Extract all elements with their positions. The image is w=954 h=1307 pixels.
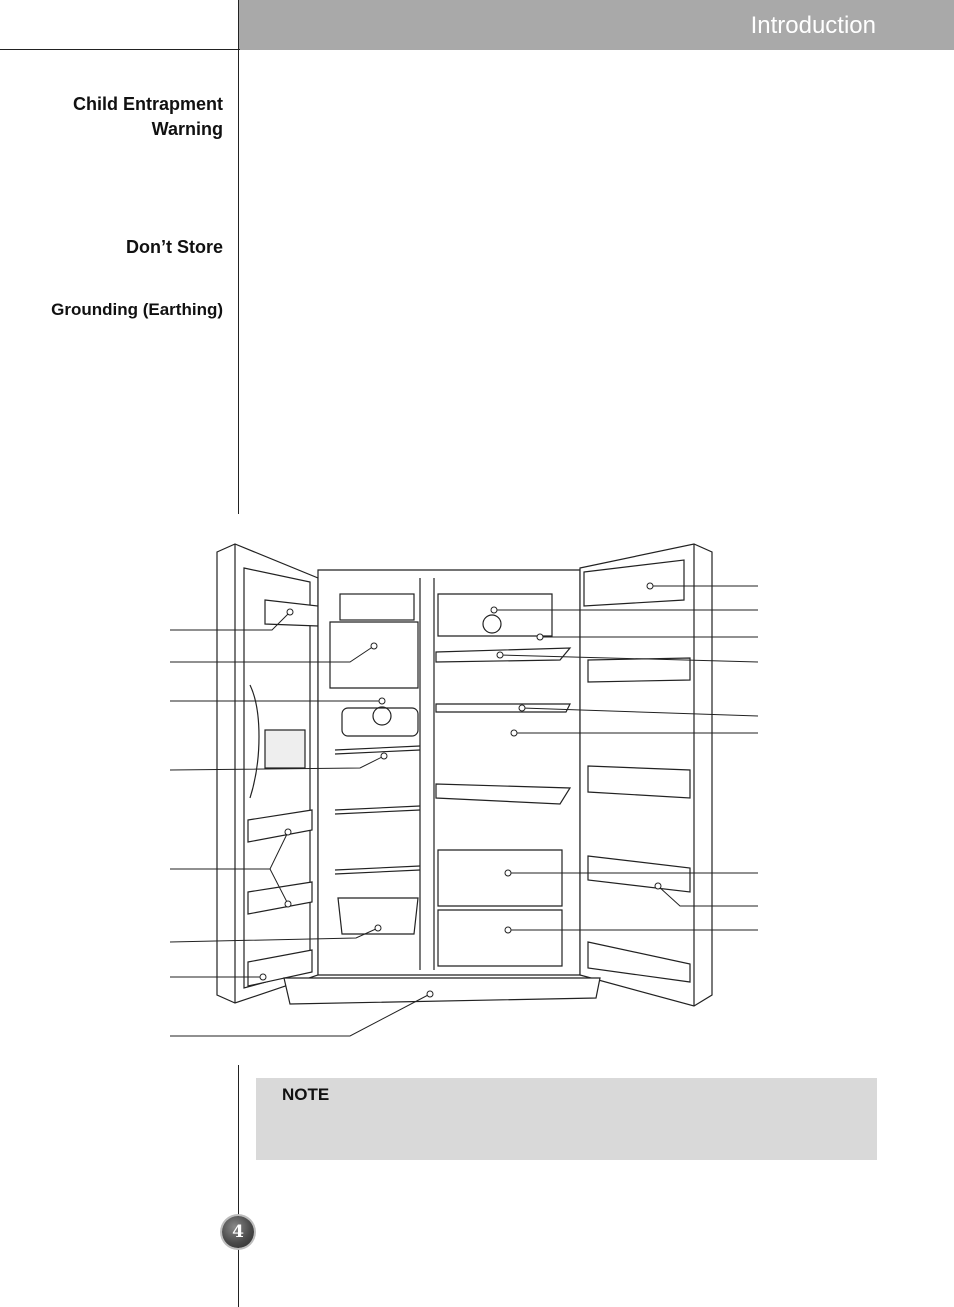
heading-child-entrapment-line2: Warning [151, 119, 223, 139]
right-door-bins [583, 559, 691, 983]
heading-child-entrapment-line1: Child Entrapment [72, 94, 223, 114]
margin-divider-top [238, 0, 239, 514]
freezer-shelves [334, 745, 421, 875]
page-number: 4 [232, 1222, 244, 1242]
header-bar: Introduction [239, 0, 954, 50]
margin-divider-bottom [238, 1065, 239, 1307]
heading-dont-store: Don’t Store [126, 237, 223, 257]
heading-child-entrapment: Child Entrapment Warning [73, 92, 223, 142]
refrigerator-diagram [169, 543, 759, 1037]
page-title: Introduction [750, 12, 876, 39]
base-grille [283, 977, 601, 1005]
note-label: NOTE [282, 1085, 330, 1104]
callout-dots [259, 582, 662, 998]
page-number-badge: 4 [222, 1216, 254, 1248]
header-rule [0, 49, 240, 50]
heading-grounding: Grounding (Earthing) [51, 300, 223, 319]
note-box: NOTE [256, 1078, 877, 1160]
crisper-drawers [437, 849, 563, 967]
leader-lines-left [169, 611, 431, 1037]
leader-lines-right [494, 585, 759, 931]
